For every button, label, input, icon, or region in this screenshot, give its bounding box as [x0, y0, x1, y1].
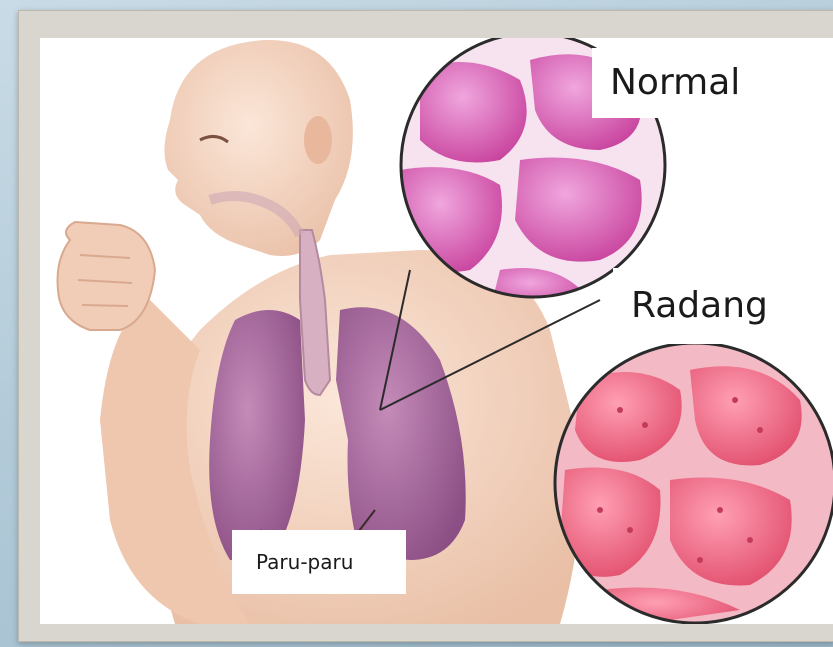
inflamed-alveoli-circle — [555, 343, 833, 624]
normal-label: Normal — [592, 48, 772, 118]
lungs-label: Paru-paru — [232, 530, 406, 594]
inflamed-label: Radang — [613, 268, 833, 344]
trachea — [300, 230, 330, 395]
